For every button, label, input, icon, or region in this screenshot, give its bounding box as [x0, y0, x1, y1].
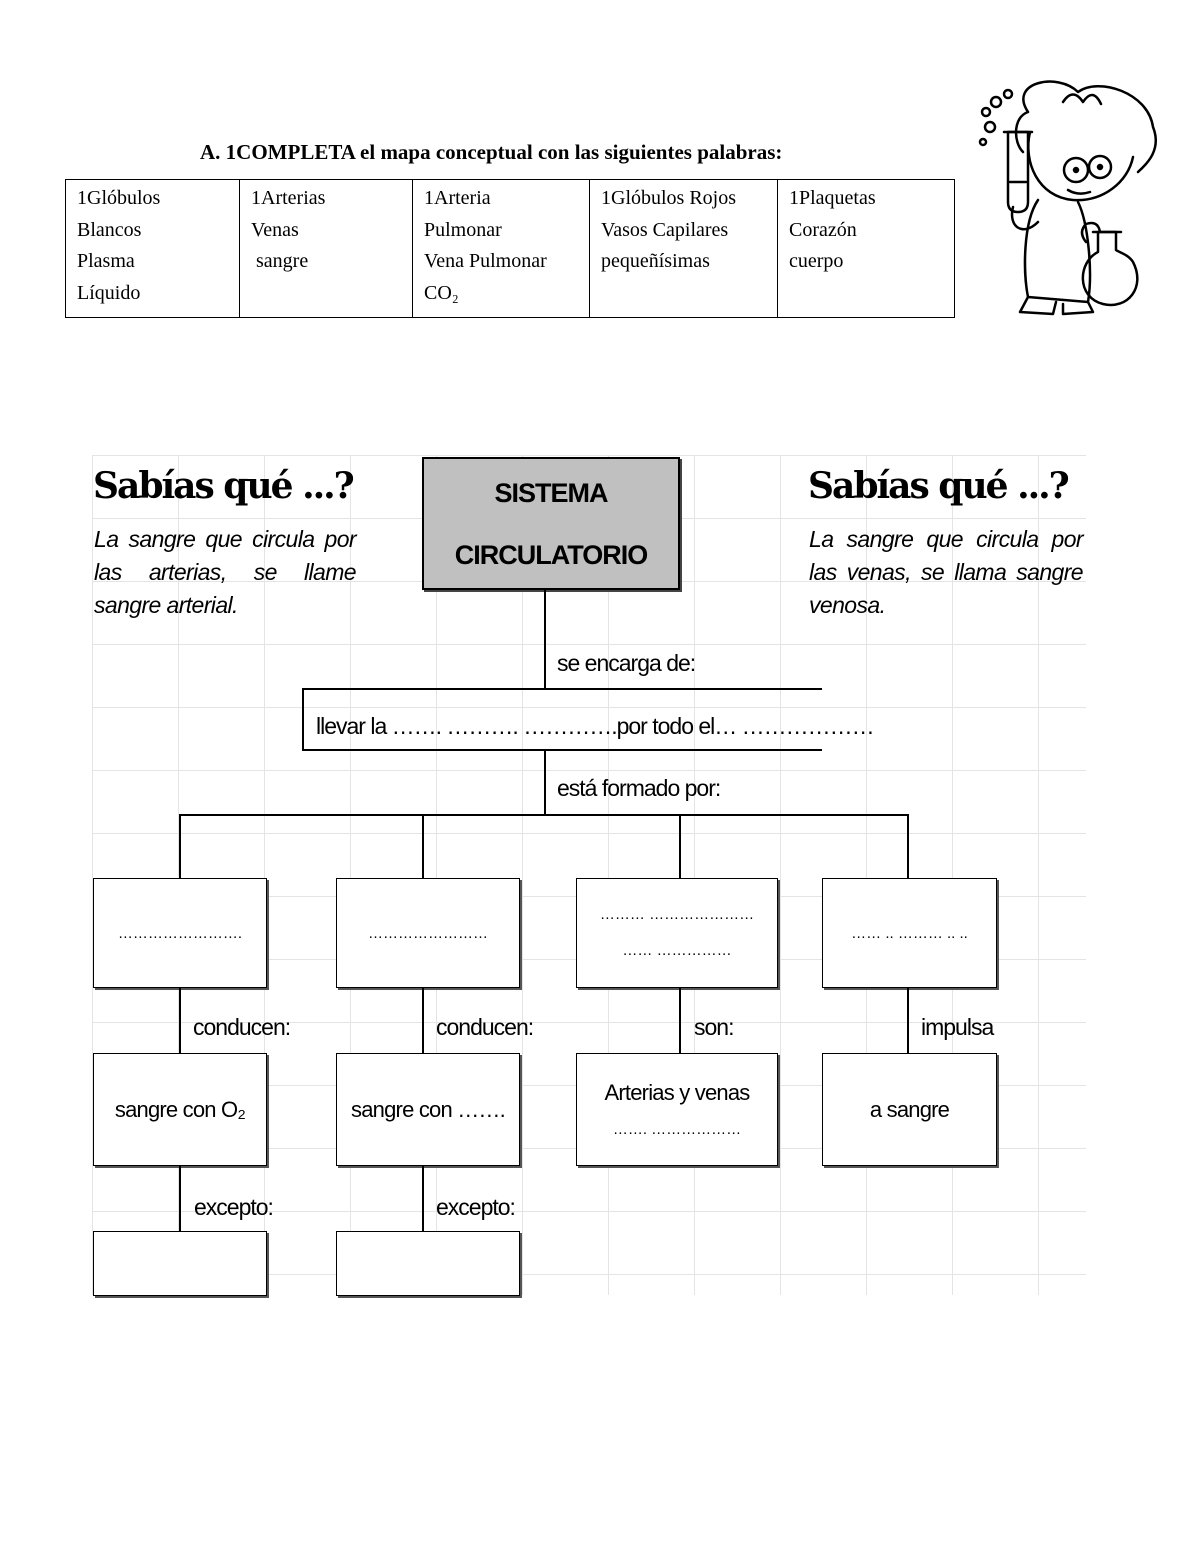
result-text: sangre con O₂ [114, 1096, 246, 1122]
instruction-heading: A. 1COMPLETA el mapa conceptual con las … [200, 140, 783, 164]
link-label: conducen: [193, 1014, 291, 1040]
connector-line [679, 814, 681, 879]
scientist-illustration [978, 80, 1157, 316]
word-item: Venas [251, 218, 299, 241]
link-label: son: [694, 1014, 734, 1040]
left-note-text: La sangre que circula por las arterias, … [94, 526, 357, 618]
word-item: Pulmonar [424, 218, 502, 241]
word-item: Vasos Capilares [601, 218, 729, 241]
word-item: pequeñísimas [601, 250, 710, 272]
root-concept-box: SISTEMA CIRCULATORIO [422, 457, 680, 590]
word-item: CO₂ [424, 281, 459, 304]
word-item: 1Glóbulos [77, 187, 161, 209]
word-bank-col-5: 1Plaquetas Corazón cuerpo [777, 179, 955, 318]
word-item: Vena Pulmonar [424, 250, 547, 272]
fill-in-blank: ……. ……………… [612, 1120, 742, 1138]
function-fill-in[interactable]: llevar la ……. ………. ………….por todo el… ………… [316, 713, 875, 739]
exception-box-1[interactable] [93, 1231, 267, 1296]
right-note-text: La sangre que circula por las venas, se … [809, 526, 1084, 618]
link-label: excepto: [194, 1194, 274, 1220]
word-bank-table: 1Glóbulos Blancos Plasma Líquido 1Arteri… [65, 179, 955, 318]
link-function-label: se encarga de: [557, 650, 696, 676]
result-text: a sangre [869, 1096, 950, 1122]
component-box-2[interactable]: …………………… [336, 878, 520, 988]
word-item: Líquido [77, 281, 141, 304]
word-bank-col-4: 1Glóbulos Rojos Vasos Capilares pequeñís… [589, 179, 778, 318]
result-text: Arterias y venas [604, 1079, 751, 1105]
connector-line [302, 688, 822, 690]
word-bank-col-1: 1Glóbulos Blancos Plasma Líquido [65, 179, 240, 318]
root-label-line2: CIRCULATORIO [454, 539, 648, 570]
fill-in-blank: ……… ………………… [599, 906, 755, 923]
word-item: Plasma [77, 250, 135, 272]
word-item: Corazón [789, 218, 857, 241]
connector-line [179, 814, 909, 816]
right-note-title: Sabías qué ...? [808, 465, 1070, 507]
connector-line [422, 988, 424, 1054]
word-item: 1Glóbulos Rojos [601, 187, 737, 209]
connector-line [179, 814, 181, 879]
connector-line [179, 1166, 181, 1232]
component-box-4[interactable]: …… .. ……… .. .. [822, 878, 997, 988]
word-item: Blancos [77, 218, 142, 241]
word-item: sangre [251, 250, 309, 272]
fill-in-blank: …………………… [368, 924, 488, 942]
link-label: impulsa [921, 1014, 994, 1040]
result-box-2[interactable]: sangre con ……. [336, 1053, 520, 1166]
word-item: 1Arterias [251, 187, 326, 209]
word-item: 1Plaquetas [789, 187, 876, 209]
word-item: 1Arteria [424, 187, 491, 209]
connector-line [907, 988, 909, 1054]
fill-in-blank: ……………………. [117, 924, 243, 942]
fill-in-blank: …… …………… [622, 942, 732, 959]
result-box-1: sangre con O₂ [93, 1053, 267, 1166]
connector-line [179, 988, 181, 1054]
connector-line [422, 1166, 424, 1232]
word-item: cuerpo [789, 250, 844, 272]
component-box-3[interactable]: ……… ………………… …… …………… [576, 878, 778, 988]
connector-line [679, 988, 681, 1054]
link-composition-label: está formado por: [557, 775, 721, 801]
connector-line [302, 749, 822, 751]
connector-line [422, 814, 424, 879]
word-bank-col-3: 1Arteria Pulmonar Vena Pulmonar CO₂ [412, 179, 590, 318]
result-box-3[interactable]: Arterias y venas ……. ……………… [576, 1053, 778, 1166]
result-box-4: a sangre [822, 1053, 997, 1166]
component-box-1[interactable]: ……………………. [93, 878, 267, 988]
connector-line [544, 590, 546, 688]
link-label: conducen: [436, 1014, 534, 1040]
root-label-line1: SISTEMA [494, 477, 608, 508]
result-text: sangre con ……. [351, 1096, 506, 1122]
word-bank-col-2: 1Arterias Venas sangre [239, 179, 413, 318]
connector-line [907, 814, 909, 879]
connector-line [302, 688, 304, 750]
fill-in-blank: …… .. ……… .. .. [851, 924, 968, 942]
left-note-title: Sabías qué ...? [93, 465, 355, 507]
connector-line [544, 750, 546, 815]
exception-box-2[interactable] [336, 1231, 520, 1296]
link-label: excepto: [436, 1194, 516, 1220]
